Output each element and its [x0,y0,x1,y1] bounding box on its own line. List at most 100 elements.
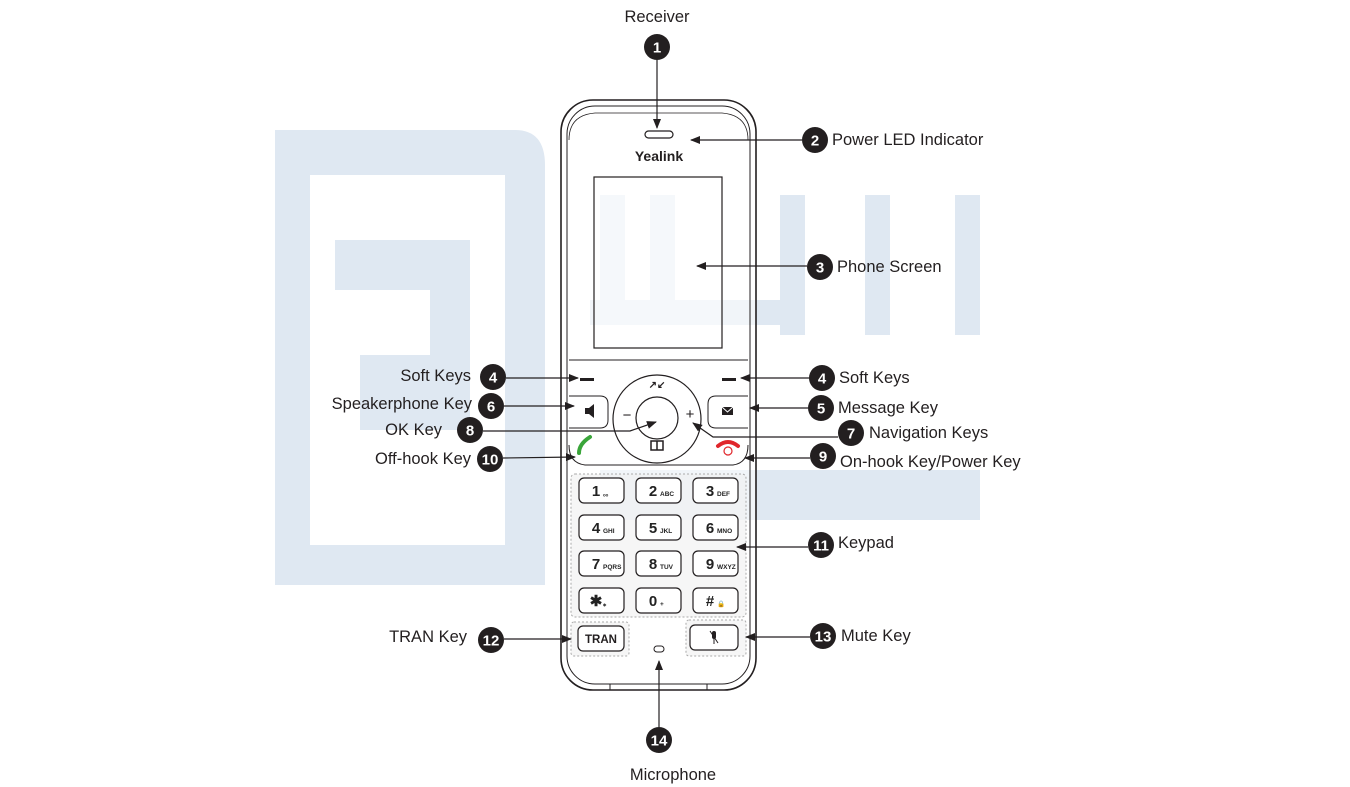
on-hook-key-icon[interactable] [716,440,740,456]
callout-number-badge [480,364,506,390]
navigation-keys[interactable] [612,374,702,464]
callout-number: 14 [651,733,668,750]
callout-label: Navigation Keys [869,424,988,442]
muted-microphone-icon [709,630,719,644]
callout-number-badge [810,443,836,469]
key-digit: 1 [592,483,600,500]
mute-key[interactable] [689,624,739,651]
callout-label: Keypad [838,534,894,552]
nav-plus[interactable]: + [686,406,695,423]
key-letters: ABC [660,491,674,498]
key-cap [692,550,739,577]
callout-mute-key: 13 Mute Key [745,623,911,649]
keypad-key[interactable]: #🔒 [692,587,739,614]
key-cap [692,477,739,504]
keypad-key[interactable]: 0+ [635,587,682,614]
callout-number: 4 [818,371,827,388]
callout-number: 13 [815,629,832,646]
callout-number-badge [644,34,670,60]
key-digit: 0 [649,593,657,610]
key-cap [692,587,739,614]
callout-label: TRAN Key [389,628,468,646]
callout-number: 2 [811,133,819,150]
soft-key-left[interactable] [580,378,594,381]
callout-number: 3 [816,260,824,277]
speakerphone-key[interactable] [569,395,609,429]
callout-label: Soft Keys [839,369,910,387]
key-letters: WXYZ [717,564,736,571]
speaker-icon [585,404,594,418]
tran-key[interactable]: TRAN [577,625,625,652]
callout-label: Off-hook Key [375,450,472,468]
key-cap [578,550,625,577]
callout-number-badge [477,446,503,472]
callout-tran-key: 12 TRAN Key [389,627,572,653]
callout-label: Soft Keys [400,367,471,385]
receiver-slot [644,130,674,139]
nav-minus[interactable]: − [623,407,632,424]
envelope-icon [721,406,734,415]
key-letters: ⁎ [603,601,607,608]
nav-up-arrows-icon[interactable]: ↗↙ [649,380,666,391]
key-digit: 2 [649,483,657,500]
callout-number-badge [457,417,483,443]
key-cap [578,514,625,541]
key-cap [578,587,625,614]
callout-number-badge [807,254,833,280]
callout-soft-keys-right: 4 Soft Keys [740,365,910,391]
callout-label: OK Key [385,421,443,439]
keypad-key[interactable]: ✱⁎ [578,587,625,614]
off-hook-key-icon[interactable] [577,435,592,455]
callout-number: 4 [489,370,498,387]
key-cap [635,587,682,614]
callout-number: 6 [487,399,495,416]
callout-number-badge [646,727,672,753]
key-digit: # [706,593,715,610]
key-letters: JKL [660,528,672,535]
key-letters: + [660,601,664,608]
directory-book-icon[interactable] [650,440,664,451]
key-digit: 8 [649,556,657,573]
callout-keypad: 11 Keypad [736,532,894,558]
callout-number-badge [810,623,836,649]
callout-number: 7 [847,426,855,443]
callout-number: 11 [813,538,829,555]
key-letters: MNO [717,528,732,535]
callout-label: Phone Screen [837,258,942,276]
callout-number-badge [808,532,834,558]
phone-screen [593,176,723,349]
key-letters: ₒₒ [603,491,609,498]
callout-label: Mute Key [841,627,911,645]
message-key[interactable] [707,395,748,429]
leader-arrow [502,453,576,462]
key-letters: TUV [660,564,674,571]
callout-label: On-hook Key/Power Key [840,453,1021,471]
phone-foot [609,684,708,690]
callout-number: 8 [466,423,474,440]
ok-key[interactable] [635,396,679,440]
soft-key-right[interactable] [722,378,736,381]
callout-label: Receiver [624,8,690,26]
callout-number: 12 [483,633,500,650]
callout-phone-screen: 3 Phone Screen [696,254,942,280]
microphone-hole [653,645,665,653]
callout-number-badge [838,420,864,446]
leader-arrow [692,422,838,438]
brand-logo: Yealink [635,148,683,164]
callout-navigation-keys: 7 Navigation Keys [692,420,988,446]
key-cap [692,514,739,541]
